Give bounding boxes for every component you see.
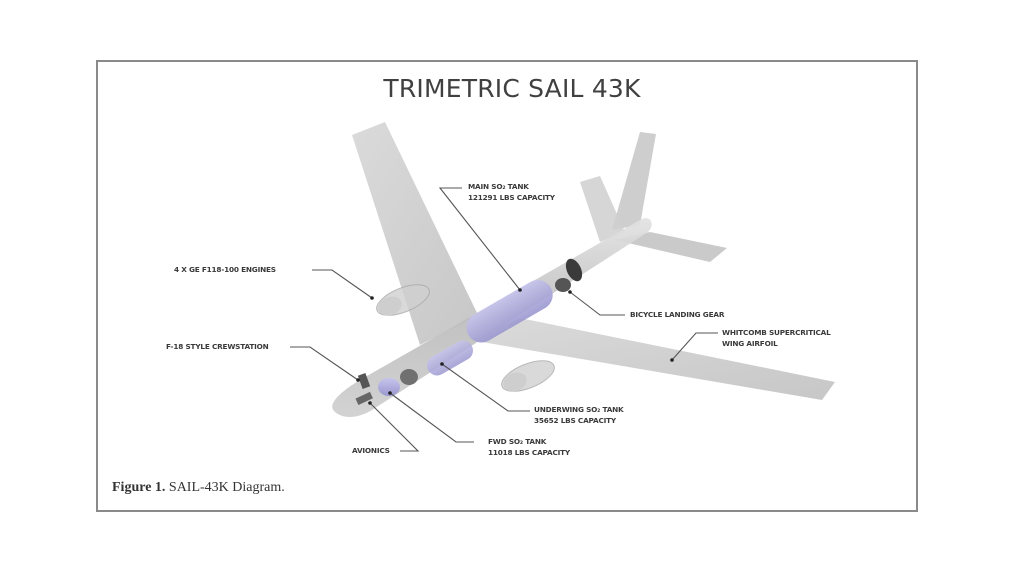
callout-wing: WHITCOMB SUPERCRITICAL WING AIRFOIL: [722, 327, 831, 349]
callout-underwing-tank-line1: UNDERWING SO₂ TANK: [534, 405, 624, 414]
right-wing: [470, 318, 835, 400]
figure-caption: Figure 1. SAIL-43K Diagram.: [112, 480, 285, 496]
engine-left: [376, 284, 430, 316]
avionics-box: [400, 369, 418, 385]
vertical-tail: [612, 132, 656, 230]
callout-avionics-line1: AVIONICS: [352, 446, 390, 455]
figure-caption-label: Figure 1.: [112, 480, 166, 495]
callout-wing-line1: WHITCOMB SUPERCRITICAL: [722, 328, 831, 337]
callout-main-tank-line1: MAIN SO₂ TANK: [468, 182, 529, 191]
landing-gear-rear: [565, 258, 583, 282]
callout-main-tank: MAIN SO₂ TANK 121291 LBS CAPACITY: [468, 181, 555, 203]
left-wing: [352, 122, 478, 345]
leader-lines: [290, 187, 718, 452]
landing-gear-front: [555, 278, 571, 292]
callout-landing-gear: BICYCLE LANDING GEAR: [630, 309, 724, 320]
horizontal-stabilizer: [615, 232, 727, 262]
callout-engines-line1: 4 X GE F118-100 ENGINES: [174, 265, 276, 274]
main-tank-shape: [466, 280, 553, 343]
figure-caption-text: SAIL-43K Diagram.: [168, 480, 285, 495]
figure-frame: [96, 60, 918, 512]
callout-engines: 4 X GE F118-100 ENGINES: [174, 264, 276, 275]
callout-fwd-tank: FWD SO₂ TANK 11018 LBS CAPACITY: [488, 436, 570, 458]
callout-wing-line2: WING AIRFOIL: [722, 339, 778, 348]
callout-avionics: AVIONICS: [352, 445, 390, 456]
fwd-tank-shape: [378, 378, 400, 396]
callout-crewstation-line1: F-18 STYLE CREWSTATION: [166, 342, 269, 351]
engine-right: [501, 360, 555, 392]
callout-landing-gear-line1: BICYCLE LANDING GEAR: [630, 310, 725, 319]
underwing-tank-shape: [427, 340, 473, 376]
diagram-title: TRIMETRIC SAIL 43K: [383, 74, 641, 103]
vertical-tail-rear: [580, 176, 625, 242]
callout-main-tank-line2: 121291 LBS CAPACITY: [468, 193, 555, 202]
callout-fwd-tank-line1: FWD SO₂ TANK: [488, 437, 547, 446]
crew-seat-2: [355, 391, 373, 406]
callout-underwing-tank: UNDERWING SO₂ TANK 35652 LBS CAPACITY: [534, 404, 624, 426]
callout-underwing-tank-line2: 35652 LBS CAPACITY: [534, 416, 616, 425]
crew-seat: [357, 373, 371, 389]
callout-fwd-tank-line2: 11018 LBS CAPACITY: [488, 448, 570, 457]
callout-crewstation: F-18 STYLE CREWSTATION: [166, 341, 269, 352]
